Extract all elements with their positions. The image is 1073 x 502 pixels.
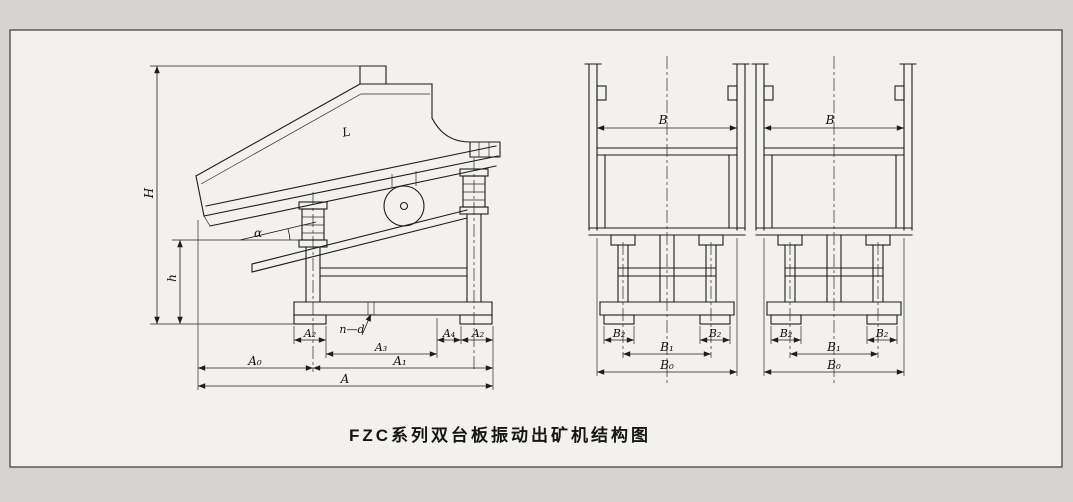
dim-label-b0: B₀ — [826, 358, 841, 372]
dim-label-deck-length: L — [340, 124, 352, 139]
dim-label-b1: B₁ — [826, 340, 841, 354]
dim-label-a1: A₁ — [392, 354, 406, 368]
dim-label-b2-right: B₂ — [708, 327, 722, 340]
dim-label-a0: A₀ — [247, 354, 262, 368]
side-view-labels: H h α L n—d A₂ A₄ A₂ A₃ A₀ A₁ A — [142, 124, 484, 386]
dim-label-b0: B₀ — [659, 358, 674, 372]
diagram-caption: FZC系列双台板振动出矿机结构图 — [349, 425, 651, 445]
dim-label-a3: A₃ — [374, 341, 387, 354]
front-view-left-labels: B B₂ B₂ B₁ B₀ — [612, 113, 722, 372]
dim-label-incline-angle: α — [254, 226, 262, 240]
dim-label-b-left-view: B — [658, 113, 668, 127]
dim-label-b2-right: B₂ — [875, 327, 889, 340]
note-anchor-holes: n—d — [339, 323, 364, 336]
dim-label-a2-right: A₂ — [471, 327, 484, 340]
dim-label-b1: B₁ — [659, 340, 674, 354]
side-view-linework — [195, 65, 501, 372]
dim-label-b-right-view: B — [825, 113, 835, 127]
front-view-right-labels: B B₂ B₂ B₁ B₀ — [779, 113, 889, 372]
sheet-border — [9, 29, 1063, 468]
dim-label-a2-left: A₂ — [303, 327, 316, 340]
dim-label-b2-left: B₂ — [779, 327, 793, 340]
dim-label-a4: A₄ — [442, 327, 455, 340]
dim-label-a-overall: A — [340, 372, 350, 386]
side-view-dimensions — [150, 65, 494, 390]
dim-label-overall-height: H — [142, 187, 156, 199]
front-view-left-linework — [584, 56, 750, 386]
dim-label-b2-left: B₂ — [612, 327, 626, 340]
dim-label-base-height: h — [165, 274, 179, 282]
